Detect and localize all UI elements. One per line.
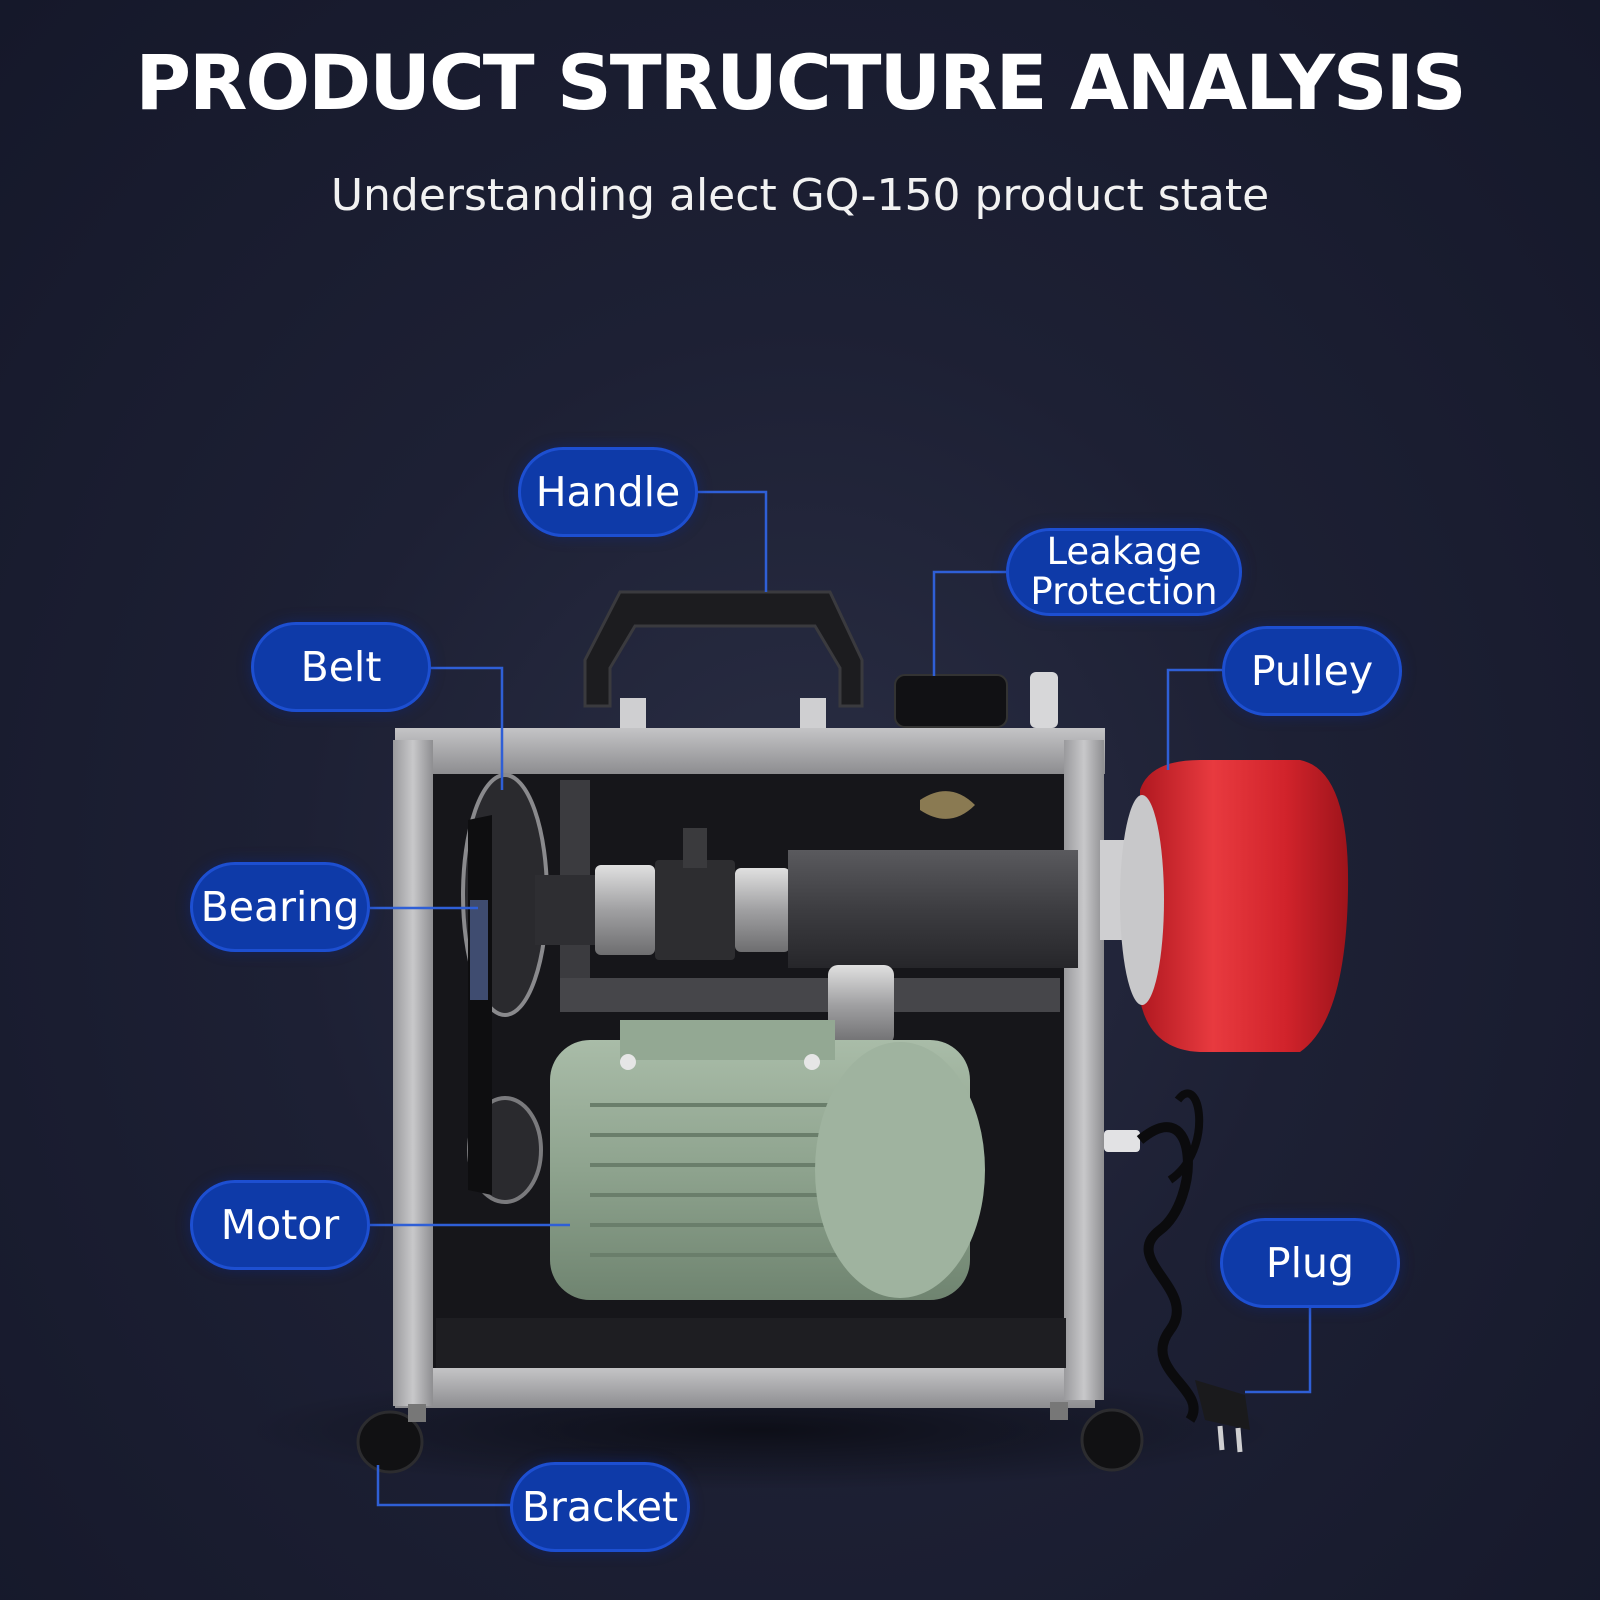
caster-left: [408, 1404, 426, 1422]
callout-pulley: Pulley: [1222, 626, 1402, 716]
frame-top-rail: [395, 728, 1105, 774]
plug-pin-1: [1235, 1427, 1243, 1453]
motor-bolt-right: [804, 1054, 820, 1070]
leader-belt: [428, 666, 504, 790]
power-cord: [1136, 1122, 1199, 1423]
wheel-front-left: [356, 1410, 424, 1474]
coupling: [655, 860, 735, 960]
motor-bolt-left: [620, 1054, 636, 1070]
leader-plug: [1245, 1308, 1312, 1394]
callout-bearing: Bearing: [190, 862, 370, 952]
caster-right: [1050, 1402, 1068, 1420]
handle-bolt-left: [620, 698, 646, 728]
leader-handle: [697, 490, 768, 592]
leakage-protection-switch: [894, 674, 1008, 728]
handle-bolt-right: [800, 698, 826, 728]
wheel-front-right: [1080, 1408, 1144, 1472]
page-title: PRODUCT STRUCTURE ANALYSIS: [135, 38, 1466, 127]
leader-pulley: [1166, 668, 1222, 770]
callout-leakage-protection: Leakage Protection: [1006, 528, 1242, 616]
leader-leakage: [932, 570, 1006, 676]
callout-plug: Plug: [1220, 1218, 1400, 1308]
coupling-clamp: [683, 828, 707, 868]
plug-head: [1195, 1380, 1250, 1430]
shaft-collar: [535, 875, 595, 945]
switch-cylinder: [828, 965, 894, 1045]
handle: [583, 590, 864, 708]
main-tube: [788, 850, 1078, 968]
leader-bracket: [376, 1465, 512, 1507]
frame-right-post: [1064, 740, 1104, 1400]
frame-bottom-tray: [436, 1318, 1066, 1368]
motor-mount: [620, 1020, 835, 1060]
frame-left-post: [393, 740, 433, 1406]
top-bolt: [1030, 672, 1058, 728]
callout-bracket: Bracket: [510, 1462, 690, 1552]
frame-bottom-rail: [395, 1368, 1095, 1408]
drum-face: [1120, 795, 1164, 1005]
plug-pin-2: [1217, 1425, 1225, 1451]
shaft-sleeve: [735, 868, 790, 952]
callout-belt: Belt: [251, 622, 431, 712]
bearing-housing: [595, 865, 655, 955]
motor-fins: [590, 1103, 840, 1257]
callout-leakage-line1: Leakage: [1046, 530, 1202, 573]
power-cord-coil: [1167, 1089, 1204, 1184]
callout-handle: Handle: [518, 447, 698, 537]
leader-lines: [370, 490, 1312, 1507]
page-subtitle: Understanding alect GQ-150 product state: [330, 170, 1270, 221]
inner-crossbar: [560, 978, 1060, 1012]
spring-clamp: [920, 791, 975, 819]
callout-leakage-line2: Protection: [1030, 570, 1218, 613]
belt: [468, 815, 492, 1195]
pulley-drum: [1140, 760, 1349, 1052]
belt-label: [470, 900, 488, 1000]
motor-end-cap: [815, 1042, 985, 1298]
cord-grommet: [1104, 1130, 1140, 1152]
callout-motor: Motor: [190, 1180, 370, 1270]
